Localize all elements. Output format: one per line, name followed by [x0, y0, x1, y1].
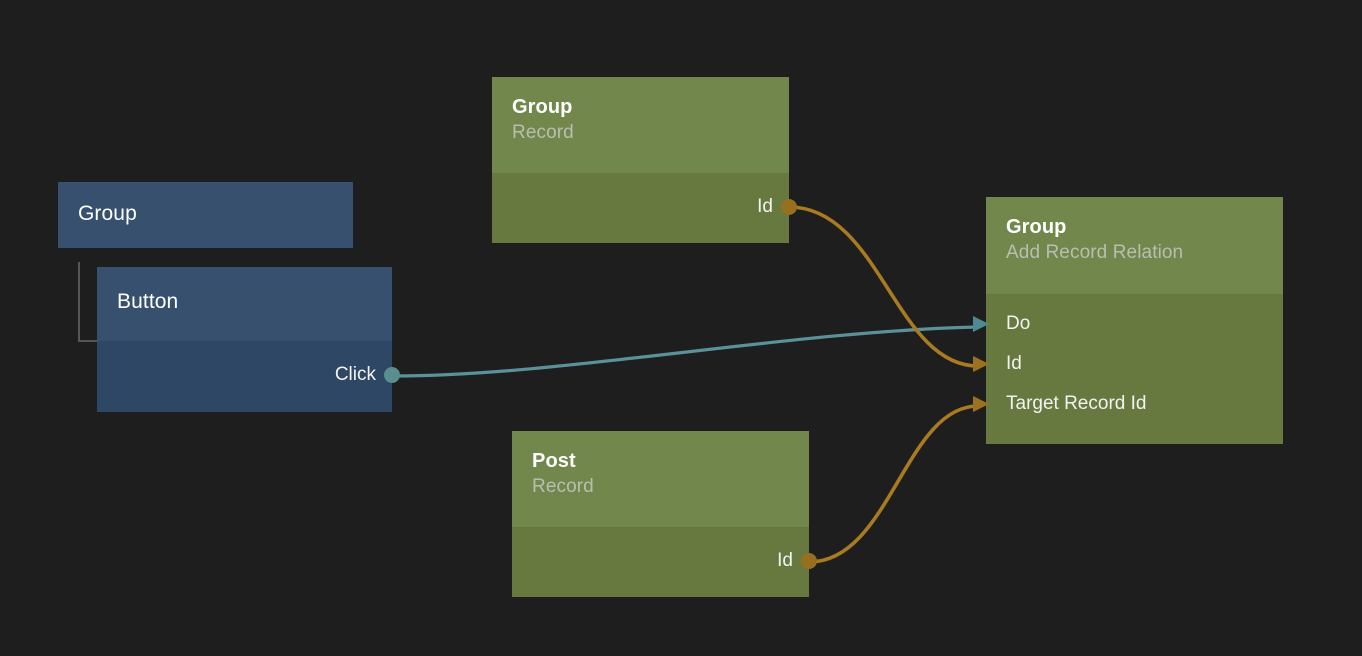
- node-add-record-relation-header: Group Add Record Relation: [986, 197, 1283, 294]
- port-dot-post-record-id[interactable]: [801, 553, 817, 569]
- node-button-element-body: Click: [97, 341, 400, 412]
- edge-postid-to-target: [807, 404, 980, 564]
- port-arrow-id[interactable]: [973, 356, 989, 372]
- port-label-do: Do: [1006, 313, 1031, 334]
- port-row-do[interactable]: Do: [973, 304, 1283, 344]
- port-dot-click[interactable]: [384, 367, 400, 383]
- node-add-record-relation-subtitle: Add Record Relation: [1006, 242, 1184, 263]
- node-button-element-header: Button: [97, 267, 392, 341]
- port-row-target-record-id[interactable]: Target Record Id: [973, 384, 1283, 424]
- node-group-record-body: Id: [492, 173, 797, 243]
- port-dot-group-record-id[interactable]: [781, 199, 797, 215]
- node-post-record[interactable]: Post Record Id: [512, 431, 817, 597]
- port-label-click: Click: [334, 364, 376, 385]
- node-group-add-record-relation[interactable]: Group Add Record Relation Do Id Target R…: [973, 197, 1283, 444]
- node-post-record-body: Id: [512, 527, 817, 597]
- node-group-record[interactable]: Group Record Id: [492, 77, 797, 243]
- node-post-record-subtitle: Record: [532, 476, 594, 497]
- node-post-record-title: Post: [532, 450, 576, 472]
- node-add-record-relation-body: Do Id Target Record Id: [973, 294, 1283, 444]
- node-button-element-title: Button: [117, 290, 179, 313]
- edge-click-to-do: [393, 325, 980, 378]
- port-row-post-record-id[interactable]: Id: [512, 541, 817, 581]
- port-label-id: Id: [1006, 353, 1022, 374]
- port-row-click[interactable]: Click: [97, 355, 400, 395]
- node-group-record-title: Group: [512, 96, 573, 118]
- port-row-id[interactable]: Id: [973, 344, 1283, 384]
- port-row-group-record-id[interactable]: Id: [492, 187, 797, 227]
- port-label-group-record-id: Id: [757, 196, 773, 217]
- port-label-post-record-id: Id: [777, 550, 793, 571]
- node-button-element[interactable]: Button Click: [97, 267, 400, 412]
- port-label-target-record-id: Target Record Id: [1006, 393, 1147, 414]
- port-arrow-do[interactable]: [973, 316, 989, 332]
- node-add-record-relation-title: Group: [1006, 216, 1067, 238]
- node-group-element-title: Group: [78, 202, 137, 225]
- port-arrow-target-record-id[interactable]: [973, 396, 989, 412]
- edge-groupid-to-id: [787, 205, 980, 368]
- node-post-record-header: Post Record: [512, 431, 809, 527]
- node-group-element-header: Group: [58, 182, 353, 248]
- node-group-record-subtitle: Record: [512, 122, 574, 143]
- tree-connector-group-button: [78, 262, 100, 342]
- node-group-element[interactable]: Group: [58, 182, 353, 248]
- node-group-record-header: Group Record: [492, 77, 789, 173]
